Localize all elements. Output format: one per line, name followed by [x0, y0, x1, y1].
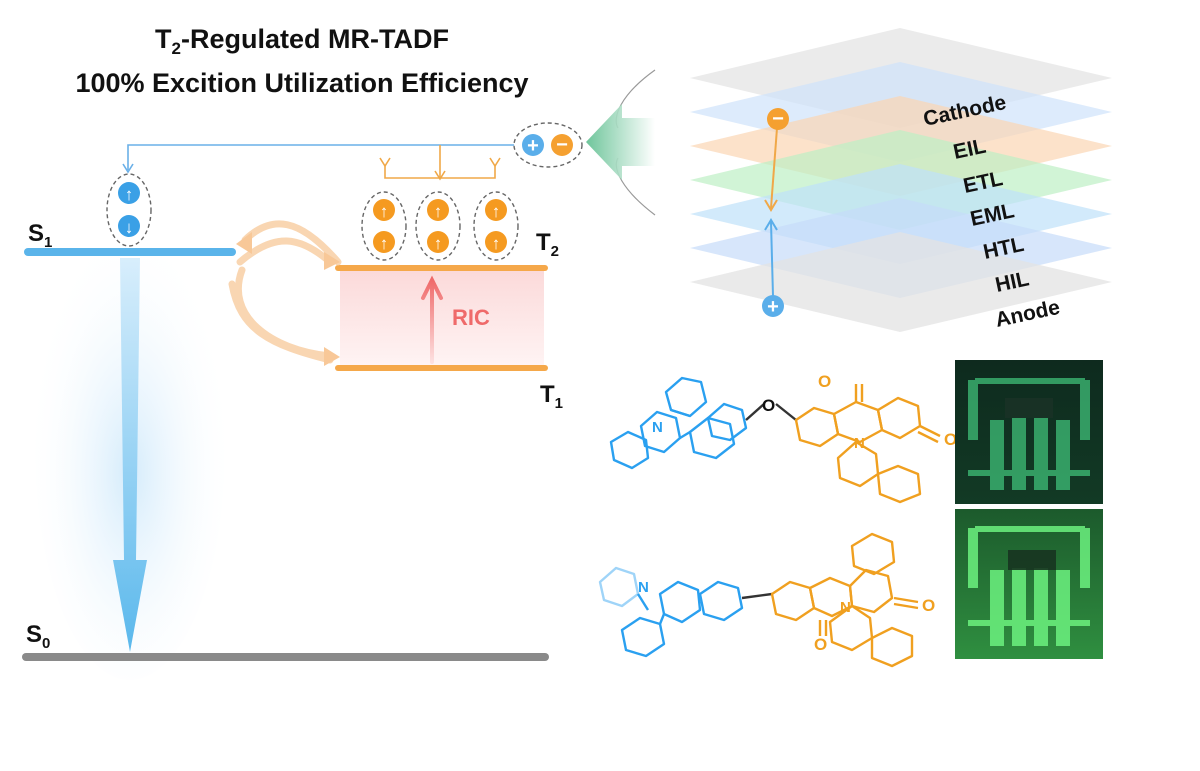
molecule-1-carbonyl-o: O: [818, 372, 831, 391]
spin-up-icon: [427, 199, 449, 221]
device-hole-path: +: [762, 218, 784, 318]
ric-arrow: [421, 275, 443, 364]
molecule-2-carbonyl-o: O: [922, 596, 935, 615]
molecule-2-nitrogen: N: [638, 579, 649, 596]
spin-up-icon: [373, 199, 395, 221]
spin-up-icon: [373, 231, 395, 253]
svg-text:↑: ↑: [434, 234, 443, 253]
triplet-exciton: ↑ ↑: [473, 191, 519, 261]
emission-arrow: [113, 258, 147, 652]
molecule-1: [609, 376, 941, 504]
ric-region: [340, 268, 544, 368]
ric-label: RIC: [452, 305, 490, 330]
spin-up-icon: [485, 199, 507, 221]
device-electron-path: −: [764, 108, 789, 212]
triplet-exciton: ↑ ↑: [415, 191, 461, 261]
molecule-2: [598, 532, 919, 668]
spin-up-icon: [118, 182, 140, 204]
svg-text:−: −: [556, 134, 568, 156]
hole-icon: +: [522, 134, 544, 157]
carrier-pair: [513, 122, 583, 168]
svg-text:↑: ↑: [380, 202, 389, 221]
isc-arrowheads: [236, 232, 340, 366]
electron-icon: −: [551, 134, 573, 156]
injection-big-arrow: [586, 69, 656, 216]
spin-down-icon: [118, 215, 140, 237]
svg-text:+: +: [767, 296, 779, 318]
singlet-exciton: ↑ ↓: [106, 173, 152, 247]
isc-arrows: [228, 220, 342, 364]
electron-icon: [767, 108, 789, 130]
molecule-1-nitrogen: N: [854, 435, 865, 452]
svg-text:+: +: [527, 135, 539, 157]
molecule-1-oxygen: O: [762, 396, 775, 415]
layer-anode-plate: [690, 232, 1112, 332]
electron-injection-line: [379, 145, 501, 181]
t1-label: T1: [540, 381, 563, 412]
device-photo-2: [955, 509, 1103, 659]
molecule-2-nitrogen: N: [840, 599, 851, 616]
triplet-exciton: ↑ ↑: [361, 191, 407, 261]
svg-text:↑: ↑: [492, 234, 501, 253]
svg-text:↑: ↑: [434, 202, 443, 221]
molecule-1-acceptor: [794, 384, 941, 504]
svg-text:↓: ↓: [125, 218, 134, 237]
t2-label: T2: [536, 229, 559, 260]
svg-text:−: −: [772, 108, 784, 130]
spin-up-icon: [427, 231, 449, 253]
hole-injection-line: [122, 144, 515, 174]
molecule-1-nitrogen: N: [652, 419, 663, 436]
molecule-2-donor: [598, 566, 744, 658]
title-line-2: 100% Excition Utilization Efficiency: [75, 68, 528, 98]
molecule-1-carbonyl-o: O: [944, 430, 957, 449]
molecule-2-carbonyl-o: O: [814, 635, 827, 654]
molecule-2-acceptor: [770, 532, 919, 668]
svg-text:↑: ↑: [492, 202, 501, 221]
spin-up-icon: [485, 231, 507, 253]
device-photo: [955, 360, 1103, 659]
svg-text:↑: ↑: [380, 234, 389, 253]
s1-label: S1: [28, 220, 52, 251]
hole-icon: [762, 295, 784, 317]
device-stack: [690, 28, 1112, 332]
title-line-1: T2-Regulated MR-TADF: [155, 24, 449, 58]
molecule-1-donor: [609, 376, 748, 470]
svg-text:↑: ↑: [125, 185, 134, 204]
s0-label: S0: [26, 621, 50, 652]
